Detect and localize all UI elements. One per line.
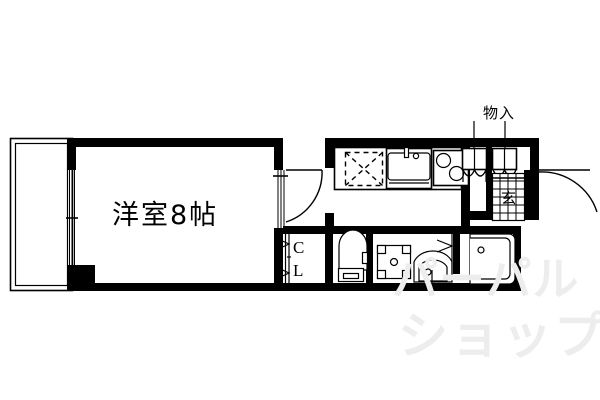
room-entry-door[interactable] bbox=[273, 169, 323, 228]
main-room-label: 洋室8帖 bbox=[112, 200, 218, 231]
watermark-line-2: ショップ bbox=[398, 307, 600, 365]
refrigerator-space bbox=[344, 151, 384, 187]
bathroom-door[interactable] bbox=[436, 228, 454, 274]
storage-left[interactable] bbox=[461, 147, 488, 183]
main-entrance-door[interactable] bbox=[538, 169, 598, 213]
storage-right[interactable] bbox=[491, 147, 518, 177]
watermark-line-1: パーパル bbox=[392, 252, 580, 306]
corridor-threshold bbox=[288, 228, 454, 232]
balcony-sliding-door[interactable] bbox=[66, 170, 78, 265]
storage-label-leaders bbox=[473, 121, 506, 148]
toilet-fixture bbox=[337, 229, 369, 283]
storage-label: 物入 bbox=[483, 104, 515, 122]
closet-label-c: C bbox=[293, 238, 304, 257]
entrance-label: 玄 bbox=[501, 189, 516, 207]
closet-sliding-doors[interactable] bbox=[275, 234, 291, 283]
washing-machine-space bbox=[376, 244, 412, 280]
kitchen-sink bbox=[385, 146, 433, 190]
closet-label-l: L bbox=[293, 261, 303, 280]
vanity-basin bbox=[413, 250, 453, 283]
bathtub bbox=[469, 233, 516, 285]
balcony-area bbox=[9, 137, 74, 292]
entrance-tile-floor bbox=[491, 172, 526, 222]
